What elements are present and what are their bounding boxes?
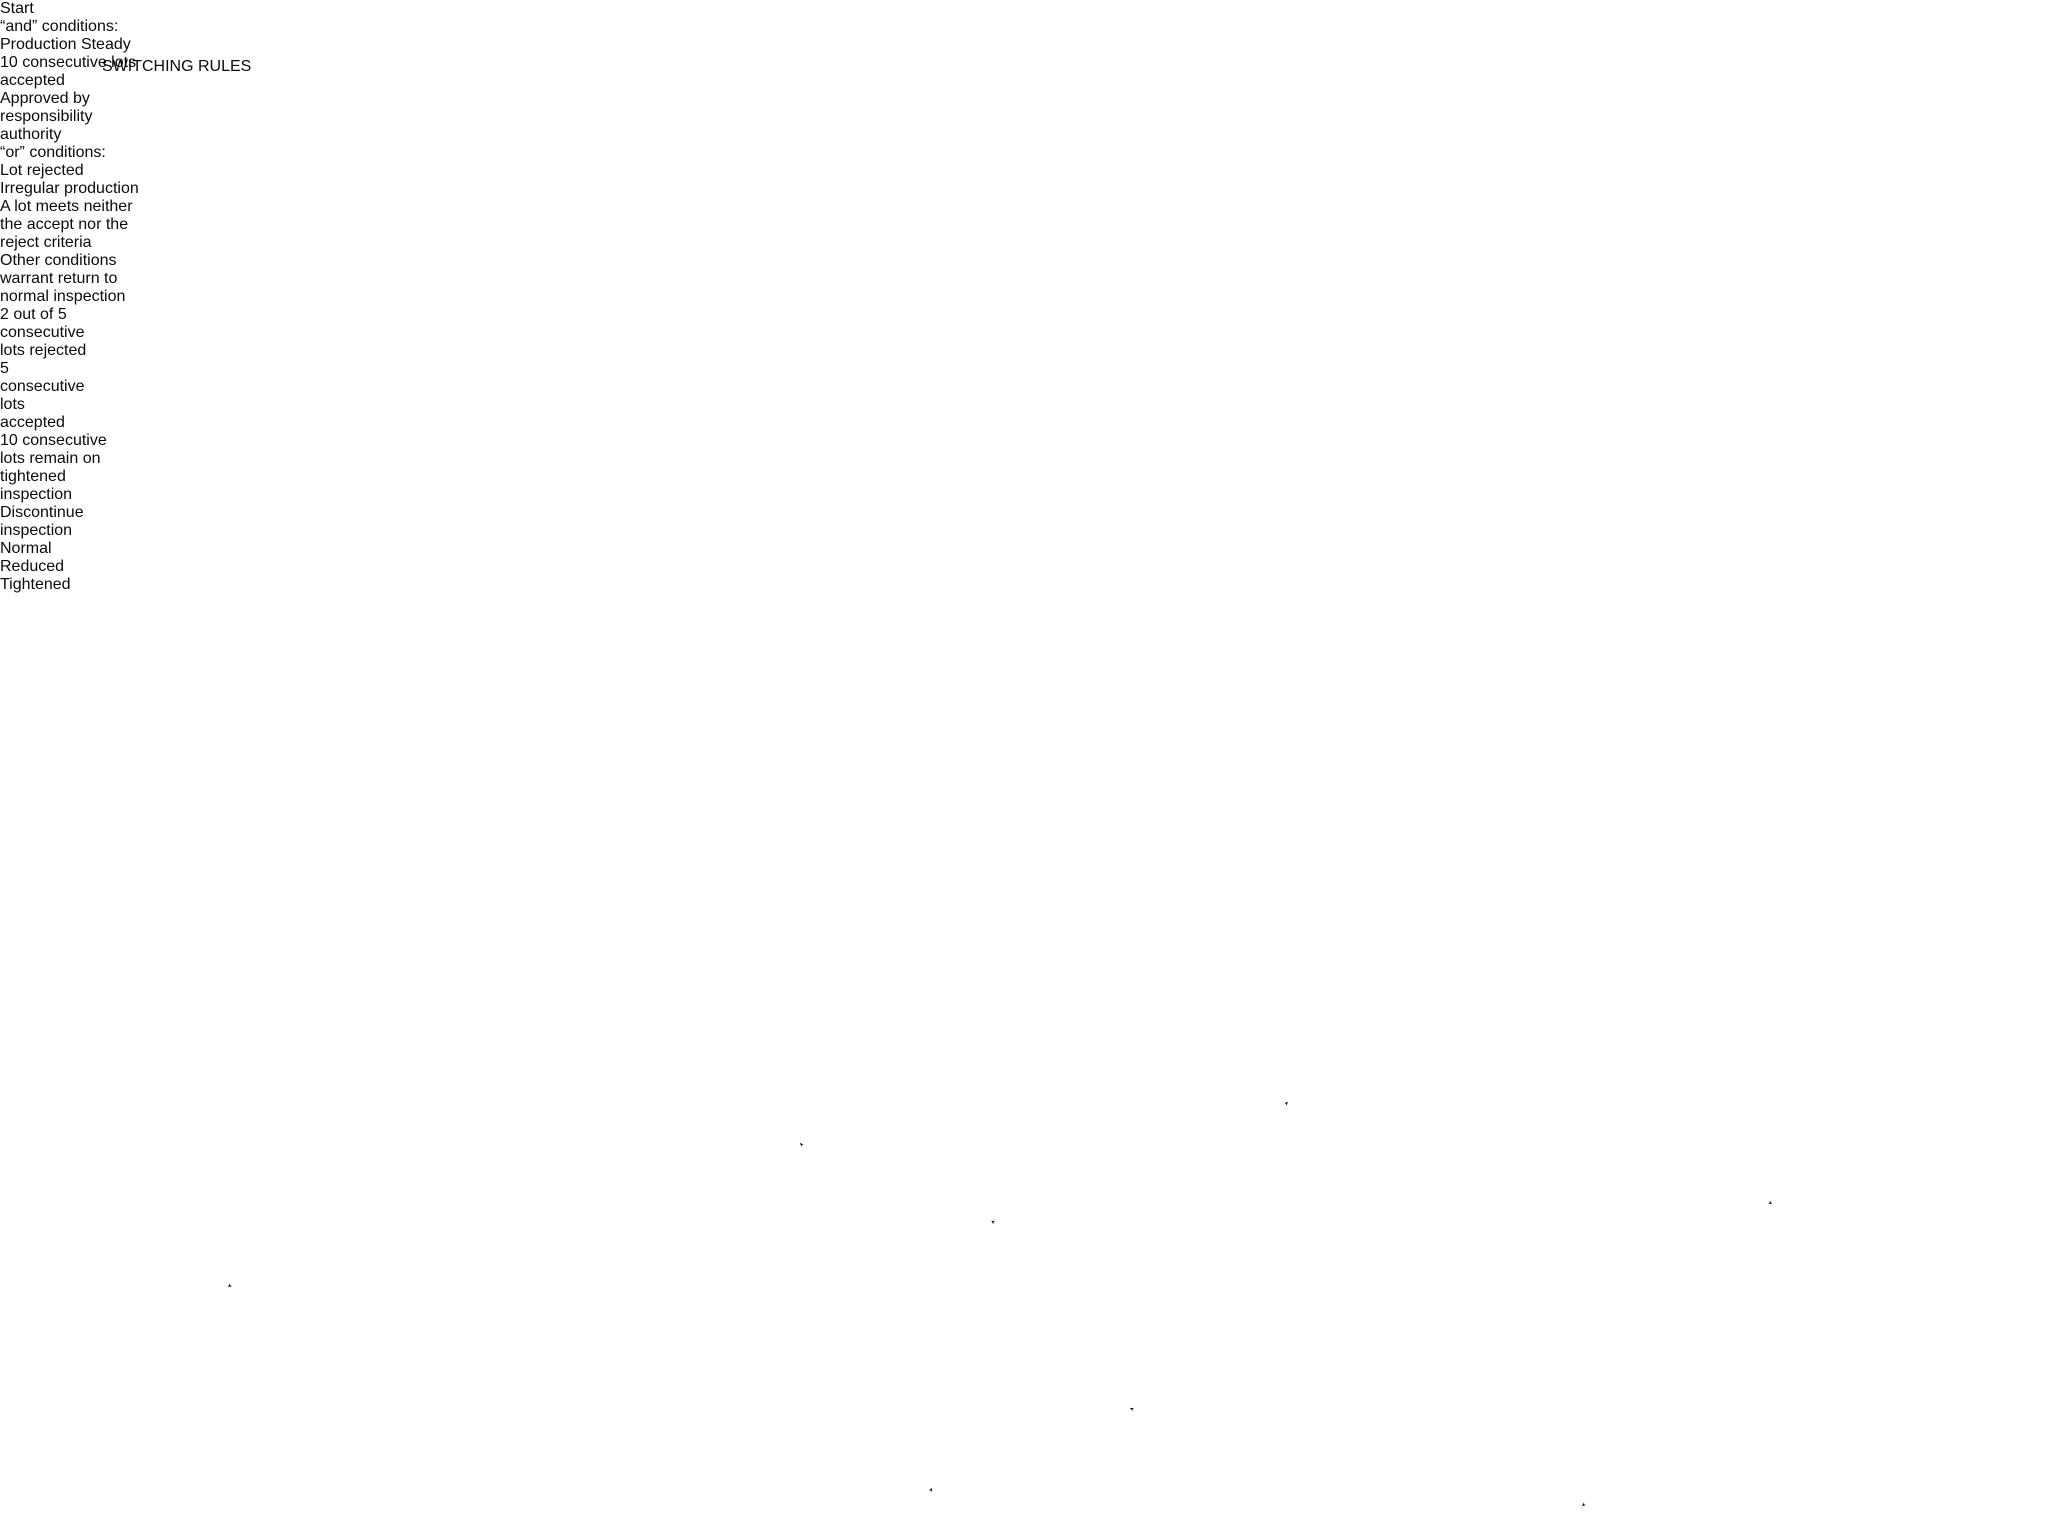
arrow-two-of-five-to-tightened: [1767, 1200, 1773, 1205]
arrow-normal-to-and-conditions: [799, 1142, 804, 1147]
title-banner: SWITCHING RULES: [102, 58, 1953, 320]
normal-node: Normal: [0, 540, 2048, 558]
slide-title: SWITCHING RULES: [102, 58, 252, 75]
start-label: Start: [0, 0, 34, 17]
normal-node-label: Normal: [0, 540, 52, 557]
reduced-node-label: Reduced: [0, 558, 65, 575]
arrow-five-accepted-to-normal: [1129, 1407, 1135, 1412]
tightened-node: Tightened: [0, 576, 2048, 594]
or-conditions-title: “or” conditions:: [0, 144, 106, 161]
arrow-and-conditions-to-reduced: [227, 1283, 233, 1288]
arrow-or-conditions-to-normal: [928, 1487, 933, 1493]
arrow-tightened-to-five-accepted: [1581, 1502, 1587, 1507]
and-conditions-title: “and” conditions:: [0, 18, 119, 35]
tightened-node-label: Tightened: [0, 576, 71, 593]
reduced-node: Reduced: [0, 558, 2048, 576]
arrow-normal-to-two-of-five: [1283, 1101, 1289, 1106]
flow-arrows: [227, 1101, 1773, 1507]
